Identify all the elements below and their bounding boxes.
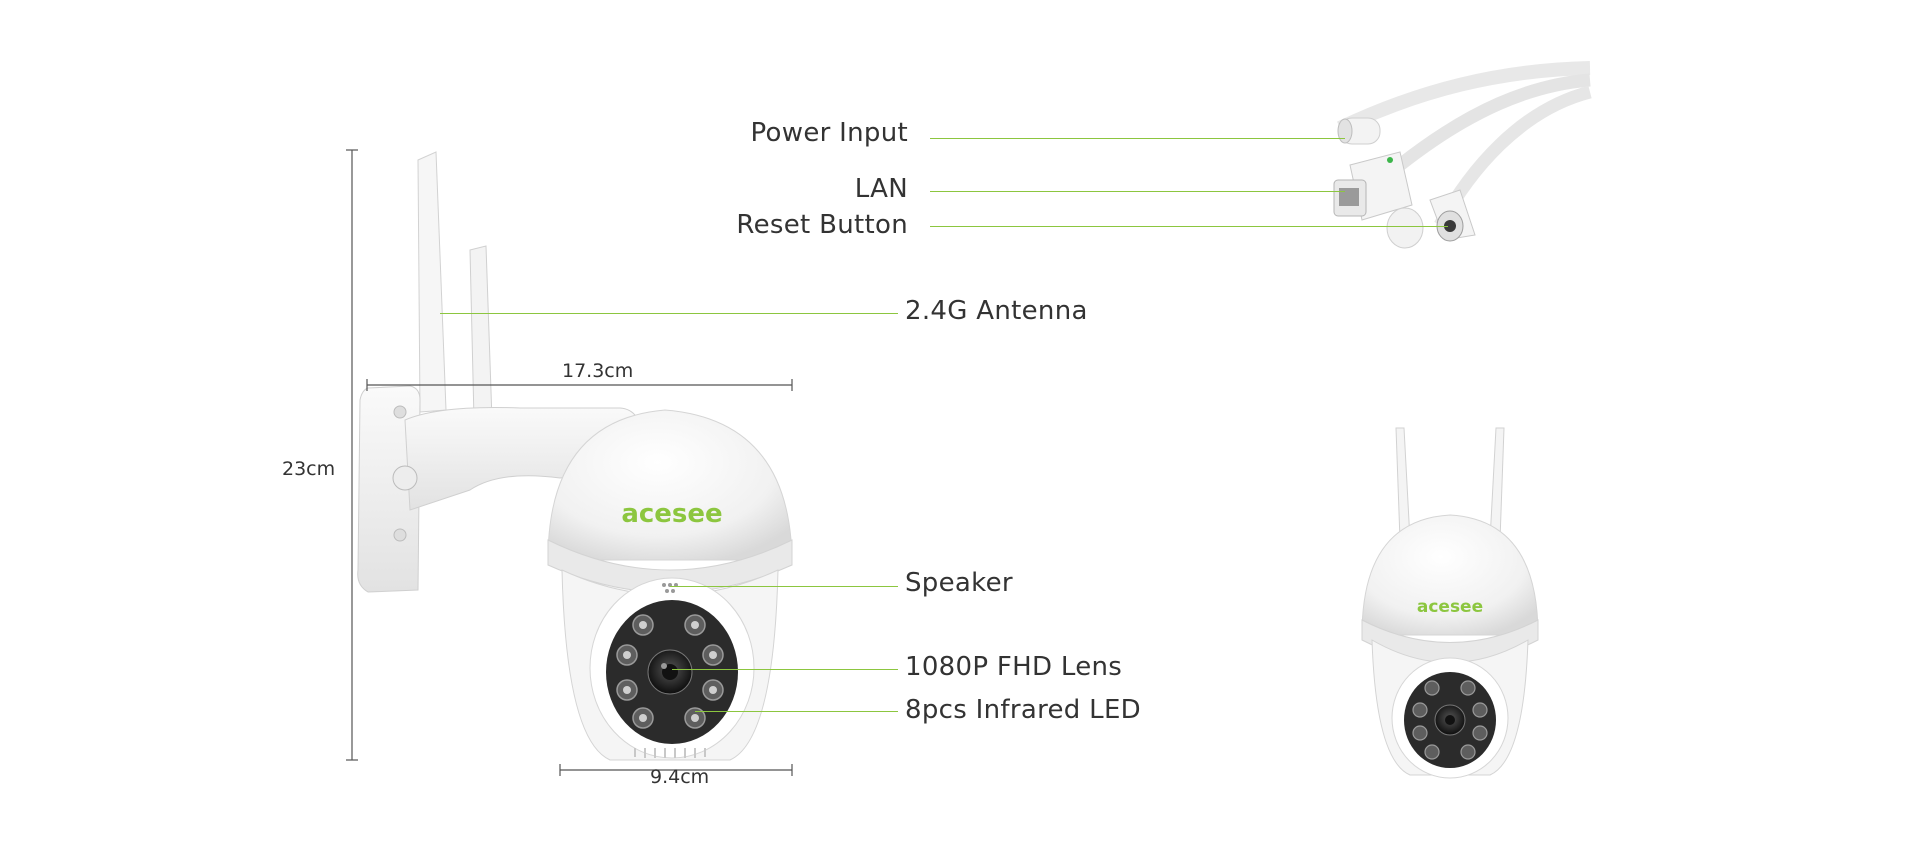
label-reset-button: Reset Button: [736, 210, 908, 240]
leader-speaker: [670, 586, 898, 587]
leader-reset: [930, 226, 1448, 227]
label-power-input: Power Input: [750, 118, 908, 148]
label-speaker: Speaker: [905, 568, 1013, 598]
leader-lan: [930, 191, 1345, 192]
cable-assembly: [1333, 61, 1592, 249]
leader-infrared: [695, 711, 898, 712]
label-lens: 1080P FHD Lens: [905, 652, 1123, 682]
label-antenna: 2.4G Antenna: [905, 296, 1088, 326]
dimension-lines: [346, 149, 793, 776]
dimension-height: 23cm: [282, 458, 336, 480]
leader-power-input: [930, 138, 1345, 139]
main-camera: acesee: [357, 151, 793, 761]
dimension-width: 17.3cm: [562, 360, 634, 382]
brand-logo-small: acesee: [1417, 597, 1483, 617]
label-lan: LAN: [854, 174, 908, 204]
dimension-base: 9.4cm: [650, 766, 710, 788]
label-infrared-led: 8pcs Infrared LED: [905, 695, 1141, 725]
leader-antenna: [440, 313, 898, 314]
front-camera: acesee: [1361, 427, 1539, 779]
brand-logo: acesee: [621, 499, 722, 529]
leader-lens: [672, 669, 898, 670]
